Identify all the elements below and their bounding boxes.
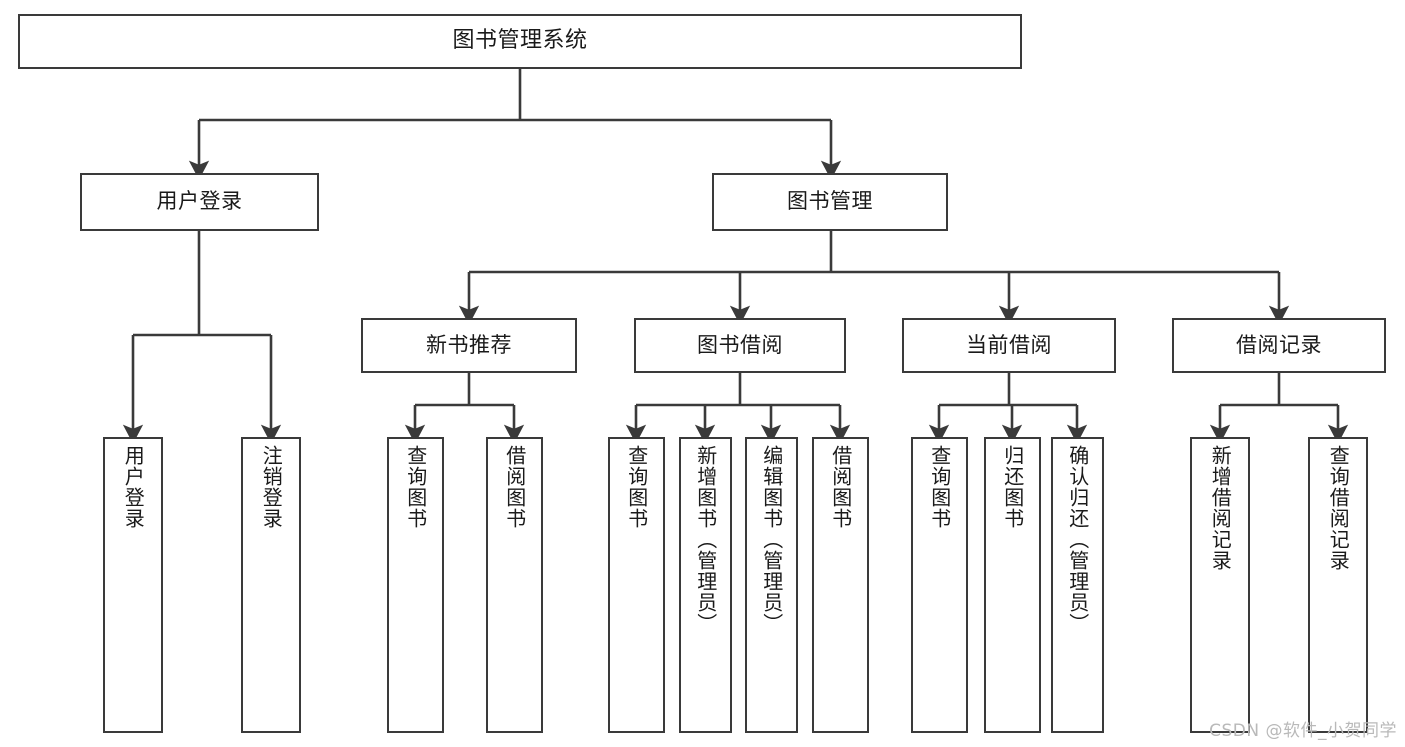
node-borrow-record-label: 借阅记录 (1236, 332, 1322, 357)
node-leaf-user-login[interactable]: 用户登录 (103, 437, 163, 733)
node-user-login[interactable]: 用户登录 (80, 173, 319, 231)
node-book-manage-label: 图书管理 (787, 189, 873, 214)
node-leaf-query-book-2-label: 查询图书 (624, 445, 649, 529)
node-leaf-query-book-1[interactable]: 查询图书 (387, 437, 444, 733)
node-leaf-query-book-3-label: 查询图书 (927, 445, 952, 529)
node-book-manage[interactable]: 图书管理 (712, 173, 948, 231)
node-root[interactable]: 图书管理系统 (18, 14, 1022, 69)
node-leaf-confirm-return-admin[interactable]: 确认归还（管理员） (1051, 437, 1104, 733)
node-leaf-query-borrow-record-label: 查询借阅记录 (1326, 445, 1351, 571)
node-current-borrow-label: 当前借阅 (966, 332, 1052, 357)
node-leaf-edit-book-admin-label: 编辑图书（管理员） (759, 445, 784, 634)
node-leaf-query-borrow-record[interactable]: 查询借阅记录 (1308, 437, 1368, 733)
node-leaf-query-book-3[interactable]: 查询图书 (911, 437, 968, 733)
node-leaf-query-book-2[interactable]: 查询图书 (608, 437, 665, 733)
node-root-label: 图书管理系统 (452, 28, 588, 54)
node-leaf-borrow-book-1-label: 借阅图书 (502, 445, 527, 529)
node-leaf-add-book-admin[interactable]: 新增图书（管理员） (679, 437, 732, 733)
node-leaf-confirm-return-admin-label: 确认归还（管理员） (1065, 445, 1090, 634)
node-leaf-user-login-label: 用户登录 (121, 445, 146, 529)
node-leaf-borrow-book-2[interactable]: 借阅图书 (812, 437, 869, 733)
node-leaf-return-book[interactable]: 归还图书 (984, 437, 1041, 733)
node-leaf-logout[interactable]: 注销登录 (241, 437, 301, 733)
node-leaf-add-borrow-record-label: 新增借阅记录 (1208, 445, 1233, 571)
node-new-book-recommend[interactable]: 新书推荐 (361, 318, 577, 373)
node-leaf-add-book-admin-label: 新增图书（管理员） (693, 445, 718, 634)
node-leaf-borrow-book-2-label: 借阅图书 (828, 445, 853, 529)
node-leaf-query-book-1-label: 查询图书 (403, 445, 428, 529)
node-user-login-label: 用户登录 (156, 189, 243, 214)
node-leaf-logout-label: 注销登录 (259, 445, 284, 529)
node-leaf-borrow-book-1[interactable]: 借阅图书 (486, 437, 543, 733)
node-leaf-return-book-label: 归还图书 (1000, 445, 1025, 529)
node-leaf-add-borrow-record[interactable]: 新增借阅记录 (1190, 437, 1250, 733)
node-new-book-recommend-label: 新书推荐 (426, 332, 512, 357)
node-book-borrow[interactable]: 图书借阅 (634, 318, 846, 373)
node-leaf-edit-book-admin[interactable]: 编辑图书（管理员） (745, 437, 798, 733)
node-book-borrow-label: 图书借阅 (697, 332, 783, 357)
node-current-borrow[interactable]: 当前借阅 (902, 318, 1116, 373)
node-borrow-record[interactable]: 借阅记录 (1172, 318, 1386, 373)
